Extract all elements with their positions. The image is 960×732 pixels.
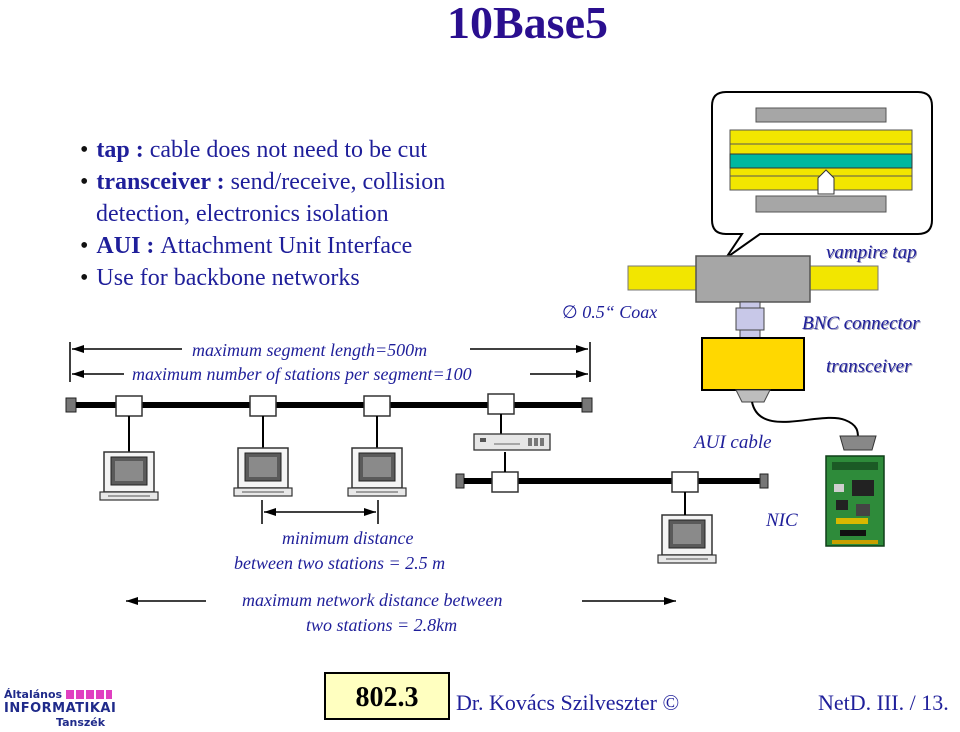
logo-stripes: [66, 690, 112, 699]
bullet-sep: :: [210, 169, 231, 195]
diameter-symbol: ∅: [562, 302, 578, 322]
bullet-dot: •: [80, 169, 89, 195]
bullet-desc: Use for backbone networks: [96, 265, 360, 291]
bnc-connector-label: BNC connector: [802, 313, 920, 334]
bullet-sep: :: [129, 137, 150, 163]
logo-line-2: INFORMATIKAI: [4, 701, 117, 716]
aui-cable: [751, 401, 877, 451]
max-segment-length-label: maximum segment length=500m: [192, 340, 428, 360]
bullet-term: AUI: [96, 233, 141, 259]
aui-cable-label: AUI cable: [694, 432, 772, 453]
bullet-desc: send/receive, collision: [230, 169, 446, 195]
bullet-desc: cable does not need to be cut: [149, 137, 427, 163]
bullet-dot: •: [80, 137, 89, 163]
max-network-label-2: two stations = 2.8km: [306, 615, 458, 635]
nic-card-icon: [825, 455, 885, 547]
min-distance-label-2: between two stations = 2.5 m: [234, 553, 446, 573]
nic-label: NIC: [766, 510, 798, 531]
bullet-dot: •: [80, 265, 89, 291]
department-logo: Általános INFORMATIKAI Tanszék: [4, 688, 117, 730]
logo-line-3: Tanszék: [56, 716, 106, 729]
logo-line-1: Általános: [4, 688, 63, 701]
repeater-icon: [473, 433, 551, 451]
min-distance-dimension: [261, 500, 379, 524]
bullet-sep: :: [140, 233, 161, 259]
computer-icon: [233, 447, 293, 497]
bullet-term: tap: [96, 137, 130, 163]
thick-coax-cable: [627, 255, 879, 303]
computer-icon: [99, 451, 159, 501]
bullet-tap: • tap : cable does not need to be cut: [80, 134, 445, 166]
author-credit: Dr. Kovács Szilveszter ©: [456, 690, 680, 715]
computer-icon: [347, 447, 407, 497]
max-stations-label: maximum number of stations per segment=1…: [132, 364, 472, 384]
section-number-box: 802.3: [324, 672, 450, 720]
bullet-list: • tap : cable does not need to be cut • tr…: [80, 134, 445, 294]
computer-icon: [657, 514, 717, 564]
vampire-tap-callout: [711, 91, 933, 259]
bnc-connector-icon: [735, 301, 765, 339]
bullet-desc: Attachment Unit Interface: [160, 233, 413, 259]
bullet-transceiver: • transceiver : send/receive, collision: [80, 166, 445, 198]
coax-label: ∅ 0.5“ Coax: [562, 302, 657, 323]
second-segment-cable: [455, 452, 769, 515]
backbone-taps: [115, 393, 515, 452]
max-network-label-1: maximum network distance between: [242, 590, 503, 610]
transceiver-label: transceiver: [826, 356, 912, 377]
bullet-term: transceiver: [96, 169, 211, 195]
bullet-transceiver-cont: detection, electronics isolation: [96, 201, 389, 227]
bullet-backbone: • Use for backbone networks: [80, 262, 445, 294]
page-title: 10Base5: [447, 0, 608, 48]
vampire-tap-label: vampire tap: [826, 242, 917, 263]
max-network-distance-dimension: [126, 597, 676, 605]
transceiver-icon: [701, 337, 805, 403]
page-number: NetD. III. / 13.: [818, 690, 949, 715]
bullet-dot: •: [80, 233, 89, 259]
bullet-aui: • AUI : Attachment Unit Interface: [80, 230, 445, 262]
segment-length-dimension: [69, 342, 591, 382]
coax-text: 0.5“ Coax: [582, 302, 658, 322]
min-distance-label-1: minimum distance: [282, 528, 414, 548]
